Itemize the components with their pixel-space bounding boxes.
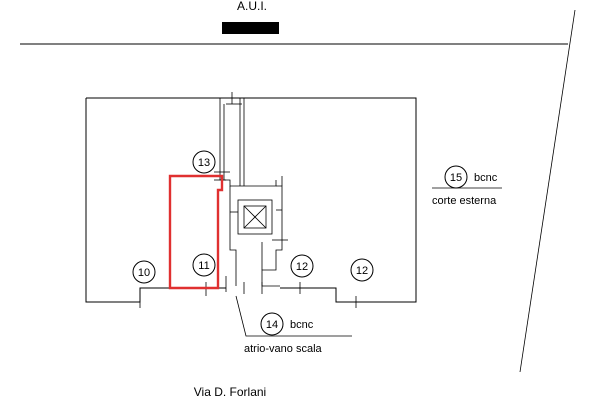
- bcnc-15-label: bcnc: [474, 172, 498, 184]
- stair-room: [229, 186, 237, 286]
- svg-text:14: 14: [266, 319, 278, 331]
- stair-frame: [237, 199, 273, 235]
- marker-11: 11: [192, 253, 216, 277]
- marker-14: 14: [260, 312, 284, 336]
- stair-core: [219, 98, 277, 187]
- street-label: Via D. Forlani: [194, 385, 266, 399]
- svg-text:12: 12: [296, 261, 308, 273]
- corte-label: corte esterna: [432, 195, 497, 207]
- marker-13: 13: [192, 150, 216, 174]
- atrio-label: atrio-vano scala: [244, 343, 323, 355]
- marker-12b: 12: [350, 258, 374, 282]
- marker-10: 10: [132, 260, 156, 284]
- bcnc-14-label: bcnc: [290, 319, 314, 331]
- top-label: A.U.I.: [237, 0, 267, 13]
- marker-15: 15: [444, 165, 468, 189]
- building-outline-right: [86, 97, 417, 303]
- right-boundary: [519, 9, 576, 373]
- svg-text:15: 15: [450, 172, 462, 184]
- svg-text:10: 10: [138, 267, 150, 279]
- svg-text:12: 12: [356, 265, 368, 277]
- redacted-bar: [222, 22, 279, 34]
- highlighted-unit: [168, 174, 224, 290]
- svg-text:13: 13: [198, 157, 210, 169]
- leader-14: [235, 295, 352, 337]
- svg-text:11: 11: [198, 260, 209, 272]
- stair-block: [243, 205, 267, 229]
- marker-12a: 12: [290, 254, 314, 278]
- stair-cross-2: [243, 205, 267, 229]
